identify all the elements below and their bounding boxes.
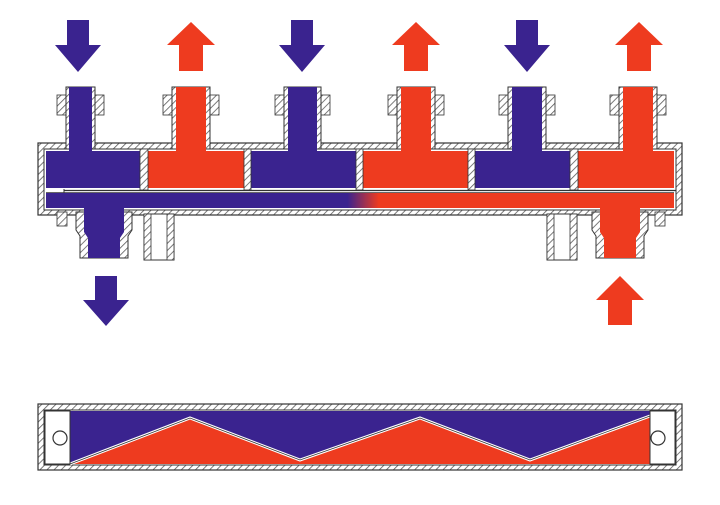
- separator-section-view: [37, 403, 683, 471]
- chamber-4-hot: [363, 151, 468, 188]
- arrow-up-icon: [615, 22, 663, 71]
- arrow-down-icon: [279, 20, 325, 72]
- top-port-5: [498, 86, 556, 151]
- top-port-2: [162, 86, 220, 151]
- chamber-1-cold: [46, 151, 140, 188]
- mounting-hole-right: [650, 430, 666, 446]
- stub-left: [143, 213, 175, 261]
- stub-right: [546, 213, 578, 261]
- top-port-3: [274, 86, 331, 151]
- mounting-hole-left: [52, 430, 68, 446]
- arrow-up-icon: [596, 276, 644, 325]
- arrow-down-icon: [504, 20, 550, 72]
- top-ports: [56, 86, 667, 151]
- top-port-4: [387, 86, 445, 151]
- bottom-arrows: [83, 276, 644, 326]
- arrow-up-icon: [392, 22, 440, 71]
- chamber-5-cold: [475, 151, 570, 188]
- top-port-1: [56, 86, 105, 151]
- top-port-6: [609, 86, 667, 151]
- bottom-ports: [56, 208, 666, 261]
- chambers: [46, 148, 676, 193]
- bottom-port-right: [591, 208, 666, 259]
- mixing-channel: [46, 193, 674, 208]
- chamber-2-hot: [148, 151, 244, 188]
- bottom-port-left: [56, 208, 133, 259]
- arrow-down-icon: [55, 20, 101, 72]
- arrow-up-icon: [167, 22, 215, 71]
- top-arrows: [55, 20, 663, 72]
- chamber-6-hot: [578, 151, 674, 188]
- arrow-down-icon: [83, 276, 129, 326]
- chamber-3-cold: [251, 151, 356, 188]
